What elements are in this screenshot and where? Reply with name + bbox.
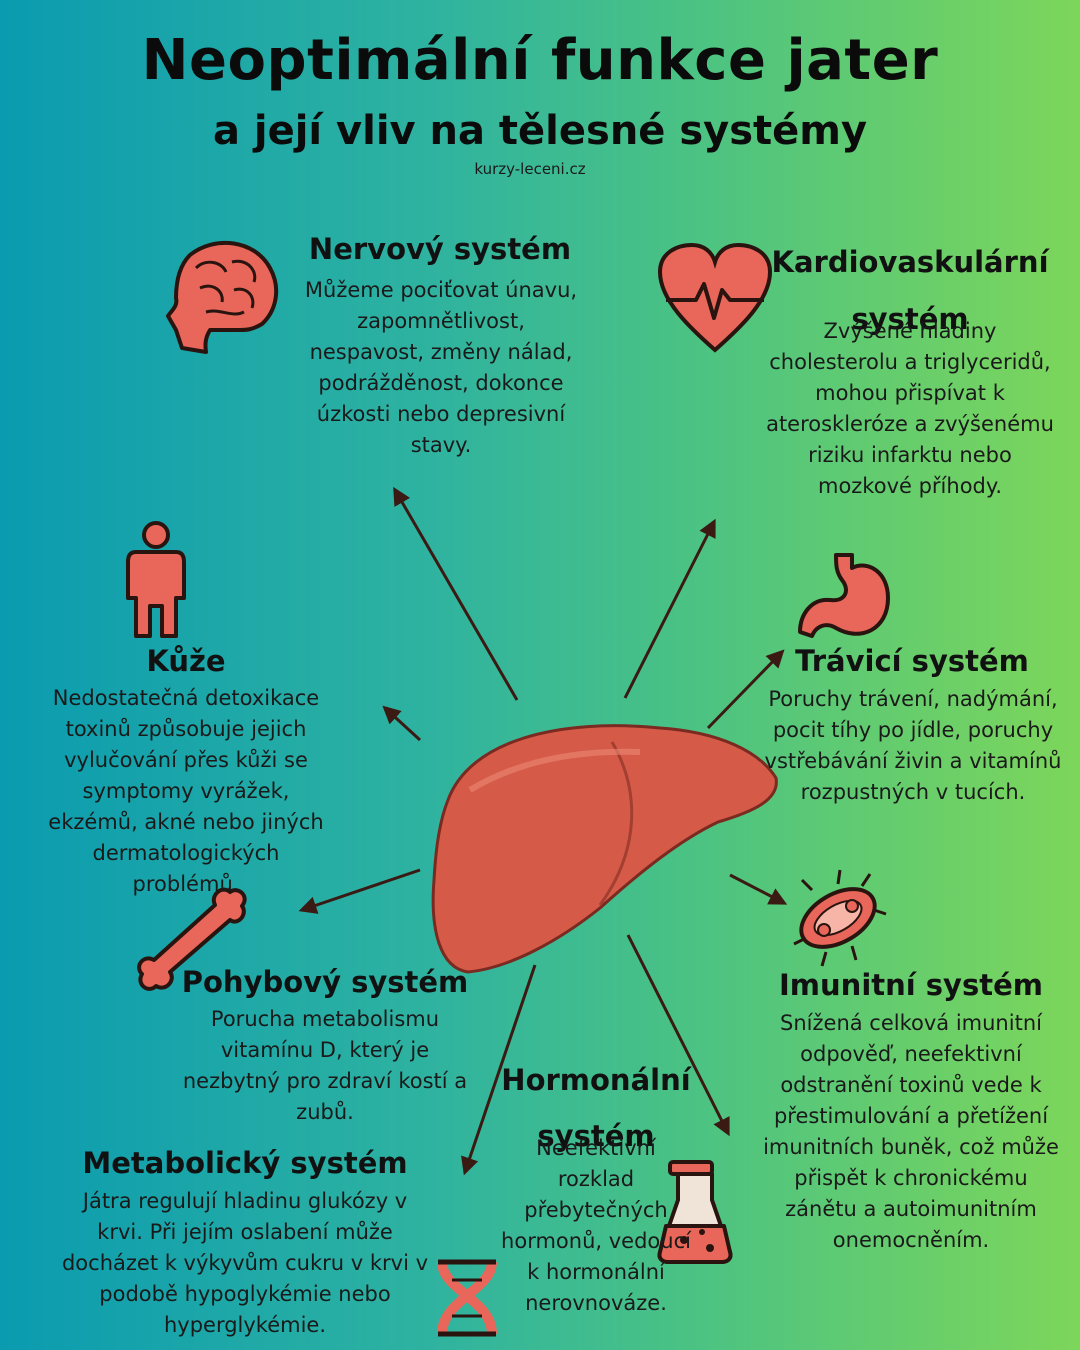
skin-line: symptomy vyrážek, <box>82 779 290 803</box>
metabolic-line: krvi. Při jejím oslabení může <box>97 1220 393 1244</box>
musculo-description: Porucha metabolismu vitamínu D, který je… <box>172 1004 478 1128</box>
cardio-line: ateroskleróze a zvýšenému <box>766 412 1054 436</box>
page-title: Neoptimální funkce jater <box>141 28 939 93</box>
bone-icon <box>137 887 247 991</box>
arrow-nervous <box>393 486 519 701</box>
flask-icon <box>657 1160 733 1264</box>
arrow-skin <box>382 705 422 742</box>
immune-title: Imunitní systém <box>779 968 1043 1002</box>
immune-line: Snížená celková imunitní <box>780 1011 1042 1035</box>
skin-line: toxinů způsobuje jejich <box>65 717 307 741</box>
digestive-line: rozpustných v tucích. <box>800 780 1026 804</box>
digestive-description: Poruchy trávení, nadýmání, pocit tíhy po… <box>750 684 1076 808</box>
brain-head-icon <box>166 241 279 354</box>
nervous-line: úzkosti nebo depresivní <box>316 402 566 426</box>
digestive-line: Poruchy trávení, nadýmání, <box>768 687 1058 711</box>
arrow-hormonal <box>626 934 730 1137</box>
musculo-title: Pohybový systém <box>181 965 469 999</box>
cardio-line: mozkové příhody. <box>817 474 1002 498</box>
immune-line: odpověď, neefektivní <box>800 1042 1022 1066</box>
liver-icon <box>431 724 778 974</box>
arrow-cardio <box>623 518 716 699</box>
cardio-title-line: Kardiovaskulární <box>771 245 1049 279</box>
skin-line: Nedostatečná detoxikace <box>52 686 320 710</box>
arrow-digestive <box>706 649 785 730</box>
nervous-line: zapomnětlivost, <box>357 309 525 333</box>
metabolic-title: Metabolický systém <box>82 1146 408 1180</box>
immune-line: odstranění toxinů vede k <box>780 1073 1042 1097</box>
nervous-line: Můžeme pociťovat únavu, <box>304 278 578 302</box>
cardio-title: Kardiovaskulární systém <box>770 234 1050 348</box>
cardio-line: mohou přispívat k <box>815 381 1005 405</box>
hormonal-line: přebytečných <box>524 1198 668 1222</box>
nervous-line: podrážděnost, dokonce <box>318 371 564 395</box>
skin-line: vylučování přes kůži se <box>64 748 308 772</box>
cardio-description: Zvýšené hladiny cholesterolu a triglycer… <box>752 316 1068 502</box>
digestive-line: pocit tíhy po jídle, poruchy <box>772 718 1054 742</box>
hormonal-title: Hormonální systém <box>496 1052 696 1164</box>
cardio-title-line: systém <box>851 302 969 336</box>
nervous-line: stavy. <box>410 433 472 457</box>
immune-line: onemocněním. <box>832 1228 990 1252</box>
page-subtitle: a její vliv na tělesné systémy <box>212 108 868 154</box>
arrows <box>298 486 788 1176</box>
musculo-line: nezbytný pro zdraví kostí a <box>182 1069 468 1093</box>
arrow-musculo <box>298 868 421 914</box>
skin-title: Kůže <box>146 644 226 678</box>
bacteria-icon <box>793 869 887 967</box>
cardio-line: cholesterolu a triglyceridů, <box>769 350 1051 374</box>
dna-icon <box>437 1259 497 1337</box>
source-label: kurzy-leceni.cz <box>474 160 586 178</box>
metabolic-description: Játra regulují hladinu glukózy v krvi. P… <box>48 1186 442 1341</box>
hormonal-title-line: Hormonální <box>501 1063 691 1097</box>
skin-line: problémů. <box>132 872 240 896</box>
metabolic-line: Játra regulují hladinu glukózy v <box>82 1189 408 1213</box>
person-icon <box>126 521 186 638</box>
arrow-immune <box>729 873 788 905</box>
immune-line: přestimulování a přetížení <box>773 1104 1049 1128</box>
hormonal-line: hormonů, vedoucí <box>501 1229 691 1253</box>
nervous-title: Nervový systém <box>308 232 572 266</box>
musculo-line: vitamínu D, který je <box>220 1038 430 1062</box>
metabolic-line: podobě hypoglykémie nebo <box>99 1282 391 1306</box>
heart-pulse-icon <box>657 242 773 353</box>
hormonal-line: nerovnováze. <box>525 1291 667 1315</box>
immune-line: přispět k chronickému <box>794 1166 1028 1190</box>
skin-line: dermatologických <box>92 841 280 865</box>
hormonal-description: Neefektivní rozklad přebytečných hormonů… <box>490 1133 702 1319</box>
immune-description: Snížená celková imunitní odpověď, neefek… <box>752 1008 1070 1256</box>
nervous-line: nespavost, změny nálad, <box>309 340 573 364</box>
hormonal-line: Neefektivní <box>536 1136 656 1160</box>
arrow-metabolic <box>461 964 537 1176</box>
digestive-line: vstřebávání živin a vitamínů <box>764 749 1062 773</box>
nervous-description: Můžeme pociťovat únavu, zapomnětlivost, … <box>282 275 600 461</box>
skin-line: ekzémů, akné nebo jiných <box>48 810 324 834</box>
musculo-line: zubů. <box>296 1100 354 1124</box>
cardio-line: riziku infarktu nebo <box>808 443 1012 467</box>
metabolic-line: docházet k výkyvům cukru v krvi v <box>61 1251 429 1275</box>
hormonal-line: rozklad <box>557 1167 635 1191</box>
stomach-icon <box>798 553 890 638</box>
metabolic-line: hyperglykémie. <box>163 1313 327 1337</box>
immune-line: imunitních buněk, což může <box>763 1135 1059 1159</box>
skin-description: Nedostatečná detoxikace toxinů způsobuje… <box>30 683 342 900</box>
digestive-title: Trávicí systém <box>795 644 1029 678</box>
cardio-line: Zvýšené hladiny <box>823 319 997 343</box>
hormonal-title-line: systém <box>537 1119 655 1153</box>
hormonal-line: k hormonální <box>527 1260 665 1284</box>
immune-line: zánětu a autoimunitním <box>785 1197 1037 1221</box>
musculo-line: Porucha metabolismu <box>210 1007 440 1031</box>
